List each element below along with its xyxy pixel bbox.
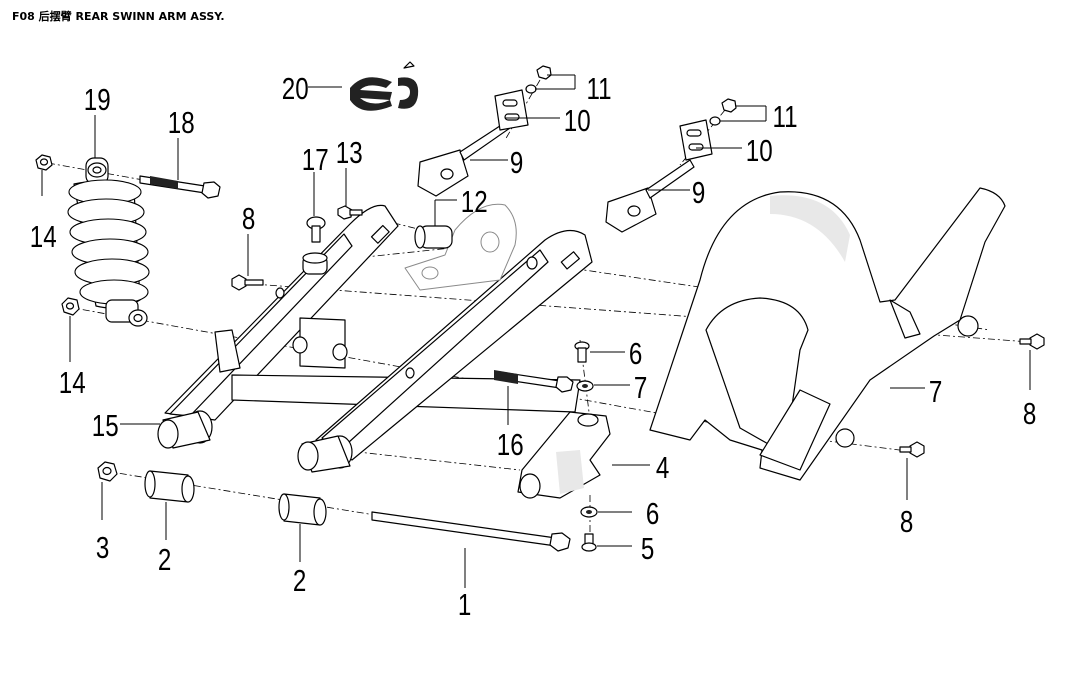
- page-title: F08 后摆臂 REAR SWINN ARM ASSY.: [12, 10, 225, 23]
- callout-10-left: 10: [564, 103, 591, 138]
- bolt-17-thread: [150, 176, 178, 189]
- callout-8-left: 8: [242, 201, 255, 236]
- shock-nut-upper: [35, 154, 53, 171]
- callout-10-right: 10: [746, 133, 773, 168]
- chain-adjuster-left: [417, 121, 511, 197]
- callout-13: 13: [336, 135, 363, 170]
- callout-4: 4: [656, 450, 669, 485]
- callout-5-lower: 5: [641, 531, 654, 566]
- callout-15: 15: [92, 408, 119, 443]
- leader-lines: [41, 74, 1031, 588]
- adjuster-plate-left: [494, 89, 529, 131]
- callout-1: 1: [458, 587, 471, 622]
- small-bolt-19: [306, 216, 326, 243]
- link-bolt-lower: [581, 533, 597, 552]
- callout-5-upper: 6: [629, 336, 642, 371]
- callout-17: 18: [168, 105, 195, 140]
- callout-labels: 20 19 18 17 13 14 14 8 12 9 10 11 9 10 1…: [30, 71, 1037, 622]
- pivot-shaft: [371, 511, 571, 552]
- callout-14-upper: 14: [30, 219, 57, 254]
- fender-bolt-upper-right: [1019, 333, 1045, 350]
- shock-upper-bolt: [139, 175, 221, 199]
- bolt-13: [337, 205, 363, 220]
- callout-7: 7: [929, 374, 942, 409]
- callout-14-lower: 14: [59, 365, 86, 400]
- callout-3: 3: [96, 530, 109, 565]
- callout-9-right: 9: [692, 175, 705, 210]
- pivot-bushing-rear: [278, 493, 327, 526]
- pivot-bushing-front: [144, 470, 195, 503]
- brake-bracket: [404, 203, 517, 291]
- callout-6-upper: 7: [634, 370, 647, 405]
- bushing-on-arm: [302, 252, 328, 275]
- callout-6-lower: 6: [646, 496, 659, 531]
- adjuster-nuts-right: [709, 98, 737, 126]
- callout-9-left: 9: [510, 145, 523, 180]
- link-bolt-upper: [574, 341, 590, 363]
- callout-2-front: 2: [158, 542, 171, 577]
- callout-11-left: 11: [587, 71, 612, 106]
- cable-clip: [350, 61, 419, 111]
- pivot-nut: [97, 461, 118, 482]
- link-washer-upper: [576, 380, 594, 392]
- adjuster-plate-right: [679, 119, 713, 161]
- callout-12: 12: [461, 184, 488, 219]
- rear-fender: [649, 187, 1006, 481]
- link-washer-lower: [580, 506, 598, 518]
- callout-19: 17: [302, 142, 329, 177]
- callout-2-rear: 2: [293, 563, 306, 598]
- fender-bolt-lower-right: [899, 441, 925, 458]
- hanger-bolt: [494, 370, 574, 393]
- callout-11-right: 11: [773, 99, 798, 134]
- rear-shock-absorber: [67, 157, 150, 327]
- shock-nut-lower: [61, 297, 80, 316]
- callout-8-upper-right: 8: [1023, 396, 1036, 431]
- chain-adjuster-right: [605, 159, 695, 233]
- callout-16: 16: [497, 427, 524, 462]
- callout-18: 19: [84, 82, 111, 117]
- shock-coil-spring: [67, 179, 150, 305]
- callout-8-lower-right: 8: [900, 504, 913, 539]
- swing-arm-frame: [157, 204, 593, 473]
- link-block: [517, 411, 611, 499]
- callout-20: 20: [282, 71, 309, 106]
- fender-bolt-left: [231, 274, 264, 291]
